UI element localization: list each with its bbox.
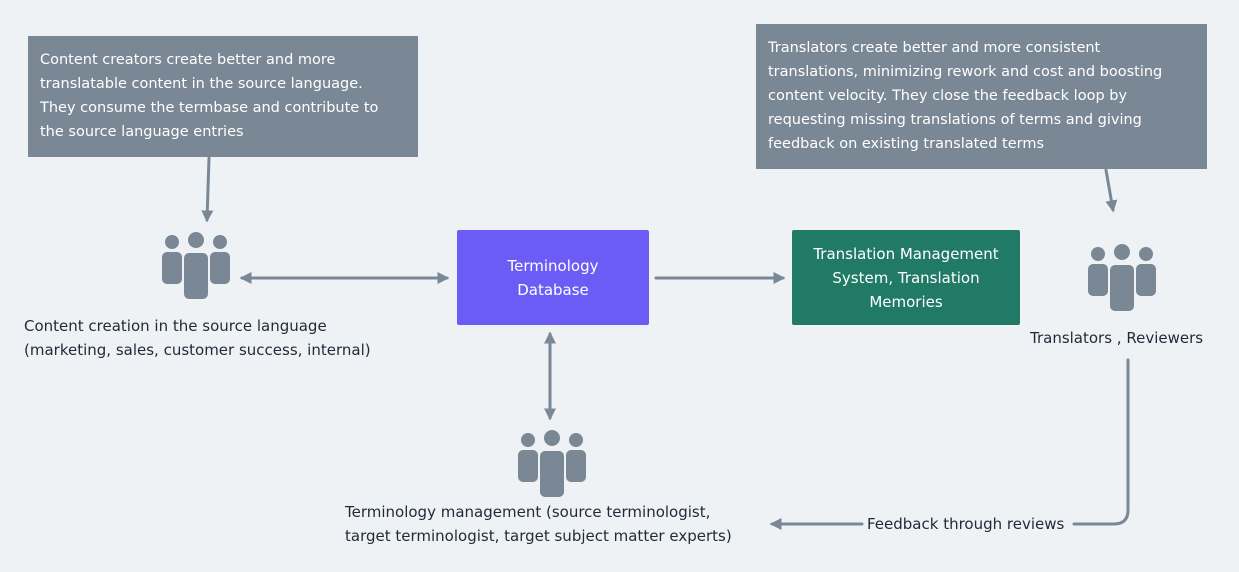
terminology-management-label: Terminology management (source terminolo…: [345, 500, 732, 548]
box-line: System, Translation: [832, 268, 980, 287]
label-line: target terminologist, target subject mat…: [345, 527, 732, 545]
note-line: Content creators create better and more: [40, 52, 336, 68]
note-line: requesting missing translations of terms…: [768, 112, 1142, 128]
box-line: Memories: [869, 292, 943, 311]
box-line: Database: [517, 280, 589, 299]
box-line: Terminology: [507, 256, 599, 275]
note-line: They consume the termbase and contribute…: [40, 100, 379, 116]
note-line: the source language entries: [40, 124, 244, 140]
feedback-loop-line: [1072, 358, 1130, 526]
label-line: Terminology management (source terminolo…: [345, 503, 711, 521]
tms-box: Translation Management System, Translati…: [792, 230, 1020, 325]
note-line: translatable content in the source langu…: [40, 76, 363, 92]
people-group-icon: [518, 428, 586, 499]
content-creation-label: Content creation in the source language …: [24, 314, 371, 362]
translators-note: Translators create better and more consi…: [756, 24, 1207, 169]
note-line: translations, minimizing rework and cost…: [768, 64, 1163, 80]
feedback-label: Feedback through reviews: [865, 512, 1067, 536]
people-group-icon: [1088, 242, 1156, 313]
label-line: Content creation in the source language: [24, 317, 327, 335]
note-line: feedback on existing translated terms: [768, 136, 1045, 152]
note-line: Translators create better and more consi…: [768, 40, 1101, 56]
terminology-database-box: Terminology Database: [457, 230, 649, 325]
content-creators-note: Content creators create better and more …: [28, 36, 418, 157]
translators-reviewers-label: Translators , Reviewers: [1030, 329, 1204, 347]
note-line: content velocity. They close the feedbac…: [768, 88, 1128, 104]
people-group-icon: [162, 230, 230, 301]
label-line: (marketing, sales, customer success, int…: [24, 341, 371, 359]
box-line: Translation Management: [813, 244, 999, 263]
arrow-note-to-translators-group: [1104, 168, 1118, 213]
arrow-note-to-content-group: [201, 156, 214, 223]
